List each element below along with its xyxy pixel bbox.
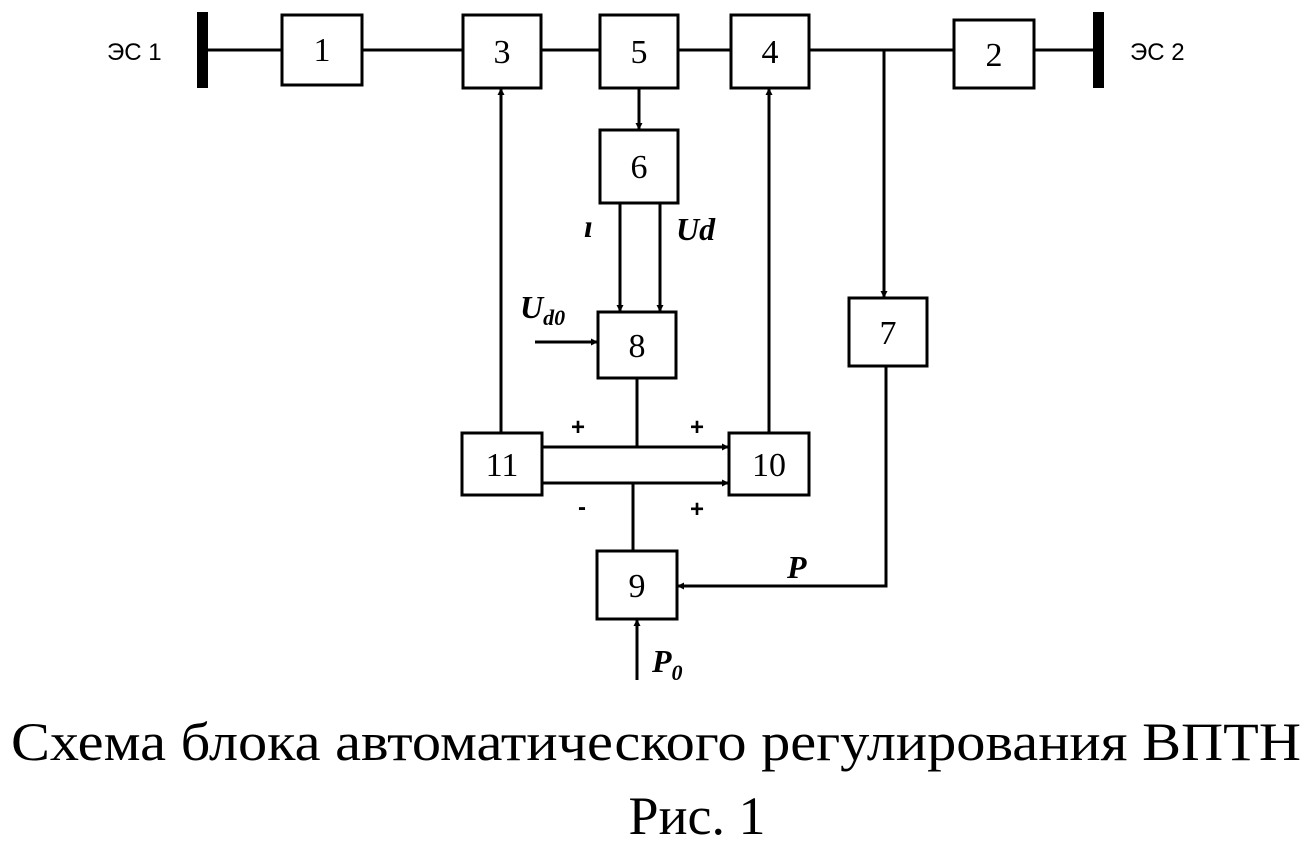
- bus-bar-left: [197, 12, 208, 88]
- signal-ud-label: Ud: [676, 211, 716, 247]
- bus-label-left: ЭС 1: [107, 39, 162, 66]
- block-1: 1: [280, 13, 364, 87]
- connections: [497, 50, 888, 680]
- block-11: 11: [460, 431, 544, 497]
- block-9-label: 9: [629, 568, 646, 605]
- block-5: 5: [598, 13, 680, 90]
- sign-10-top: +: [690, 414, 704, 441]
- block-7: 7: [847, 296, 929, 368]
- signal-p-label: P: [786, 549, 807, 585]
- block-11-label: 11: [486, 447, 519, 484]
- caption-title: Схема блока автоматического регулировани…: [11, 712, 1301, 772]
- block-2: 2: [952, 18, 1036, 90]
- signal-i-label: ı: [584, 208, 593, 244]
- bus-bar-right: [1093, 12, 1104, 88]
- sign-11-top: +: [571, 414, 585, 441]
- block-9: 9: [595, 549, 679, 621]
- block-4-label: 4: [762, 34, 779, 71]
- block-6: 6: [598, 128, 680, 205]
- signal-p0-label: P0: [651, 643, 683, 685]
- block-6-label: 6: [631, 149, 648, 186]
- caption-figure: Рис. 1: [629, 786, 766, 845]
- block-8: 8: [596, 310, 678, 380]
- sign-11-bottom: -: [578, 494, 586, 521]
- block-1-label: 1: [314, 32, 331, 69]
- block-3-label: 3: [494, 34, 511, 71]
- bus-label-right: ЭС 2: [1130, 39, 1185, 66]
- block-10: 10: [727, 431, 811, 497]
- block-7-label: 7: [880, 315, 897, 352]
- block-3: 3: [461, 13, 543, 90]
- block-4: 4: [729, 13, 811, 90]
- block-8-label: 8: [629, 328, 646, 365]
- sign-10-bottom: +: [690, 496, 704, 523]
- block-2-label: 2: [986, 37, 1003, 74]
- block-10-label: 10: [752, 447, 786, 484]
- signal-ud0-label: Ud0: [520, 289, 565, 330]
- block-5-label: 5: [631, 34, 648, 71]
